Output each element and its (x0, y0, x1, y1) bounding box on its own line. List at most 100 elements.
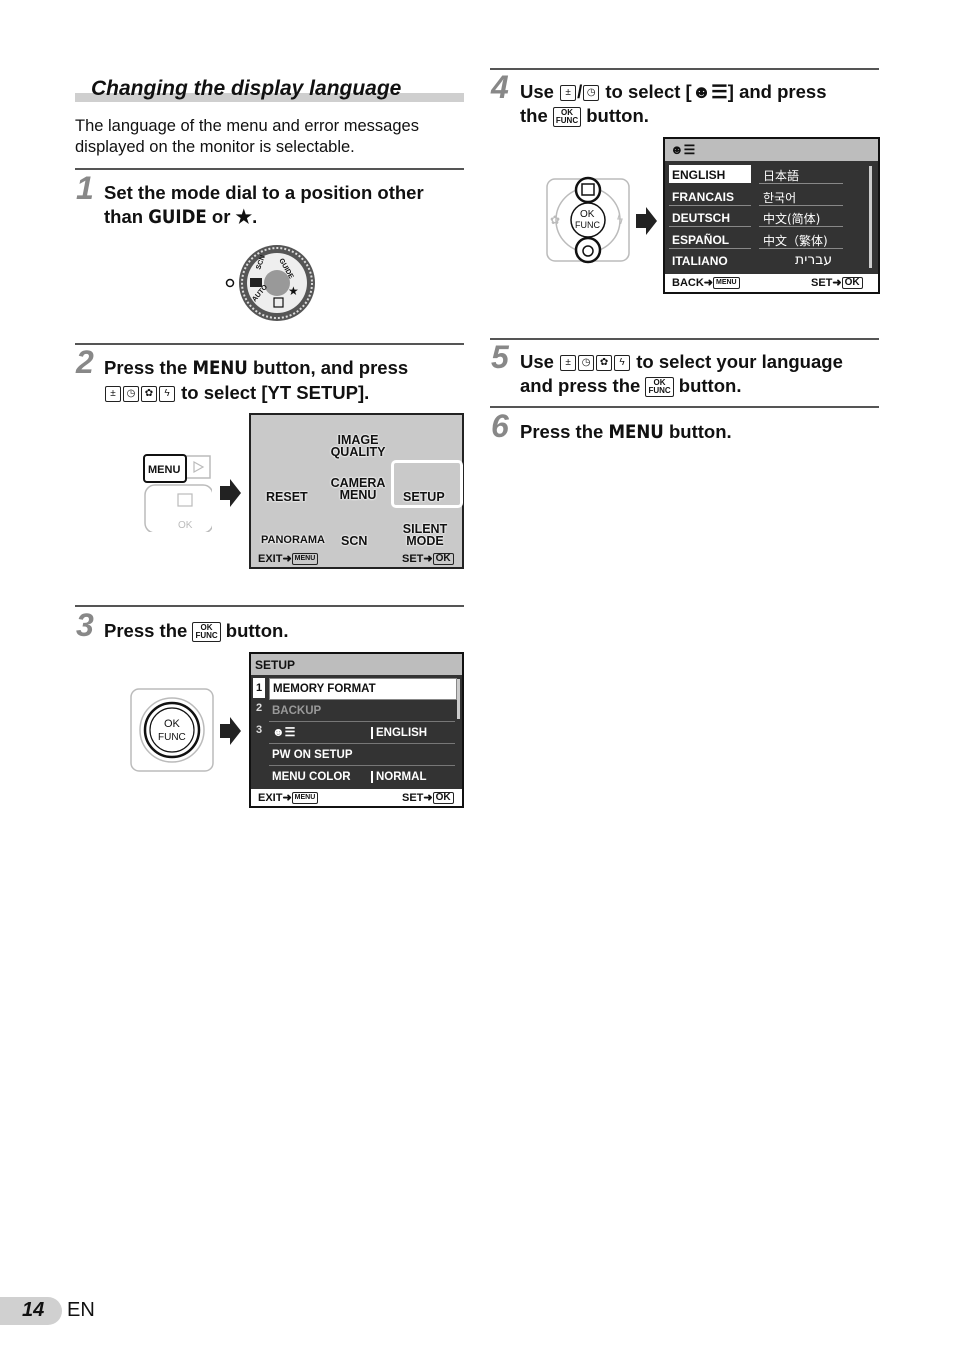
menu-item-reset: RESET (266, 490, 308, 504)
step2-line2: ±◷✿ϟ to select [YT SETUP]. (104, 381, 464, 405)
row-pw-on-setup[interactable]: PW ON SETUP (269, 745, 455, 766)
ok-func-button (143, 701, 201, 759)
macro-icon: ✿ (596, 355, 613, 372)
tab-3[interactable]: 3 (255, 724, 263, 736)
set-hint: SET➜OK (811, 276, 863, 290)
step2-number: 2 (76, 344, 94, 380)
step4-number: 4 (491, 69, 509, 105)
back-hint: BACK➜MENU (672, 276, 740, 290)
step4-divider (490, 68, 879, 70)
lang-chinese-simplified[interactable]: 中文(简体) (759, 208, 843, 227)
setup-header: SETUP (255, 658, 296, 672)
page-language: EN (67, 1299, 95, 1321)
language-icon: ☻☰ (272, 725, 296, 739)
step2-line1: Press the MENU button, and press (104, 357, 409, 379)
step5-text: Use ±◷✿ϟ to select your language and pre… (520, 350, 880, 398)
self-timer-icon: ◷ (583, 85, 600, 102)
tab-2[interactable]: 2 (255, 702, 263, 714)
svg-text:FUNC: FUNC (575, 220, 600, 230)
exposure-icon (581, 183, 595, 196)
macro-icon: ✿ (141, 386, 157, 403)
dial-play-icon (273, 297, 284, 308)
exposure-icon: ± (105, 386, 121, 403)
ok-text: OK (164, 718, 181, 730)
language-icon: ☻☰ (691, 81, 728, 102)
menu-button (143, 454, 187, 483)
lang-japanese[interactable]: 日本語 (759, 165, 843, 184)
lang-deutsch[interactable]: DEUTSCH (669, 208, 751, 227)
language-icon: ☻☰ (670, 142, 696, 157)
arrow-right-icon (220, 479, 241, 507)
page-number: 14 (22, 1299, 45, 1321)
flash-icon: ϟ (616, 213, 624, 227)
step2-text: Press the MENU button, and press ±◷✿ϟ to… (104, 356, 464, 405)
set-hint: SET➜OK (402, 791, 454, 805)
lang-chinese-traditional[interactable]: 中文（繁体) (759, 230, 843, 249)
step1-divider (75, 168, 464, 170)
section-title: Changing the display language (75, 76, 464, 102)
exposure-icon: ± (560, 85, 577, 102)
page-number-tab (0, 1297, 62, 1325)
lang-english[interactable]: ENGLISH (669, 165, 751, 183)
step6-number: 6 (491, 408, 509, 444)
step3-divider (75, 605, 464, 607)
lang-espanol[interactable]: ESPAÑOL (669, 230, 751, 249)
step5-number: 5 (491, 339, 509, 375)
step1-line2: than GUIDE or ★. (104, 206, 258, 228)
down-button (574, 236, 602, 264)
scrollbar[interactable] (457, 679, 460, 719)
playback-icon (193, 460, 205, 474)
dial-indicator-icon (225, 278, 235, 288)
menu-item-image-quality: IMAGE QUALITY (330, 433, 386, 459)
self-timer-icon: ◷ (578, 355, 595, 372)
menu-word: MENU (192, 358, 248, 379)
lang-italiano[interactable]: ITALIANO (672, 254, 728, 268)
exposure-icon (177, 493, 193, 507)
row-menu-color[interactable]: MENU COLOR NORMAL (272, 771, 427, 783)
row-language[interactable]: ☻☰ ENGLISH (269, 723, 455, 744)
lang-hebrew[interactable]: עברית (795, 252, 833, 268)
self-timer-icon: ◷ (123, 386, 139, 403)
step1-line1: Set the mode dial to a position other (104, 182, 424, 203)
scrollbar[interactable] (869, 166, 872, 268)
set-hint: SET➜OK (402, 552, 454, 566)
step1-text: Set the mode dial to a position other th… (104, 181, 464, 230)
menu-item-scn: SCN (341, 534, 368, 548)
intro-text: The language of the menu and error messa… (75, 117, 419, 156)
step2-divider (75, 343, 464, 345)
menu-item-silent-mode: SILENT MODE (402, 522, 448, 548)
main-menu-screen: IMAGE QUALITY CAMERA MENU RESET SETUP PA… (249, 413, 464, 569)
setup-highlight-frame (391, 460, 463, 508)
lang-francais[interactable]: FRANCAIS (669, 187, 751, 206)
exposure-icon: ± (560, 355, 577, 372)
setup-screen: SETUP 1 2 3 MEMORY FORMAT BACKUP ☻☰ ENGL… (249, 652, 464, 808)
camera-back-ok-illustration: OK FUNC (130, 688, 214, 772)
step5-divider (490, 338, 879, 340)
flash-icon: ϟ (159, 386, 175, 403)
lang-korean[interactable]: 한국어 (759, 187, 843, 206)
menu-item-setup: SETUP (403, 490, 445, 504)
func-text: FUNC (158, 732, 186, 743)
tab-1[interactable]: 1 (253, 678, 265, 698)
camera-back-menu-illustration: OK MENU (143, 454, 212, 532)
menu-item-camera-menu: CAMERA MENU (330, 476, 386, 502)
exit-hint: EXIT➜MENU (258, 552, 319, 566)
row-memory-format[interactable]: MEMORY FORMAT (269, 678, 457, 700)
star-icon: ★ (235, 206, 253, 227)
dial-star-icon: ★ (288, 284, 299, 298)
arrow-right-icon (220, 717, 241, 745)
row-backup[interactable]: BACKUP (269, 701, 455, 722)
language-screen: ☻☰ ENGLISH FRANCAIS DEUTSCH ESPAÑOL ITAL… (663, 137, 880, 294)
up-button (574, 176, 602, 204)
exit-hint: EXIT➜MENU (258, 791, 319, 805)
step3-number: 3 (76, 607, 94, 643)
step6-divider (490, 406, 879, 408)
step4-line1: Use ±/◷ to select [☻☰] and press (520, 81, 827, 102)
ok-label: OK (178, 520, 193, 531)
